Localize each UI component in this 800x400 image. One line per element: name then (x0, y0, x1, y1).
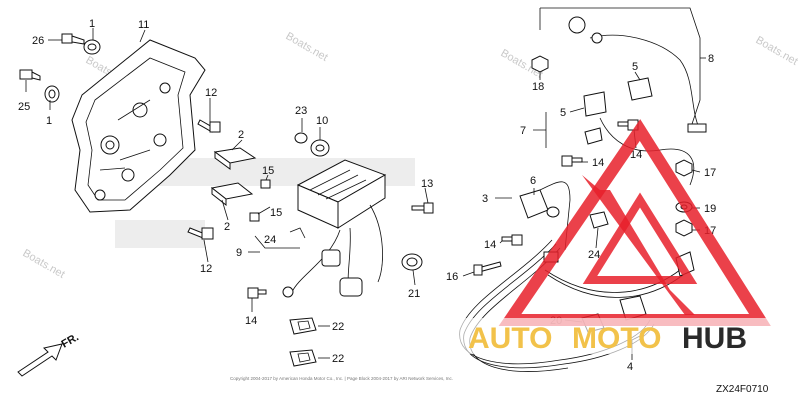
bolt-part-14d (501, 234, 523, 246)
callout-label: 18 (532, 81, 544, 93)
callout-label: 15 (262, 165, 274, 177)
cap-part-5b (583, 91, 607, 117)
callout-label: 11 (138, 19, 149, 31)
callout-label: 13 (421, 178, 433, 190)
diagram-code: ZX24F0710 (716, 384, 769, 395)
cable-part-8 (568, 16, 707, 133)
bolt-part-16 (473, 261, 502, 276)
grommet-part-1 (83, 39, 101, 55)
bolt-part-26 (61, 33, 85, 45)
callout-label: 6 (530, 175, 536, 187)
logo-band (440, 318, 790, 354)
callout-label: 19 (704, 203, 716, 215)
callout-label: 22 (332, 321, 344, 333)
frame-lines (539, 7, 701, 131)
grommet-part-10 (310, 139, 330, 157)
arrow-icon (17, 343, 63, 377)
callout-label: 1 (46, 115, 52, 127)
nut-part-17a (675, 159, 693, 177)
callout-label: 14 (630, 149, 642, 161)
logo-text-hub: HUB (682, 322, 747, 355)
logo-text-moto: MOTO (572, 322, 661, 355)
callout-label: 8 (708, 53, 714, 65)
nut-part-17b (675, 219, 693, 237)
bolt-part-13 (411, 202, 434, 214)
bolt-part-14c (561, 155, 583, 167)
callout-label: 12 (205, 87, 217, 99)
clip-part-22b (289, 349, 317, 367)
bolt-part-12a (197, 119, 221, 133)
callout-label: 25 (18, 101, 30, 113)
logo-text-auto: AUTO (468, 322, 552, 355)
callout-label: 14 (592, 157, 604, 169)
callout-labels: 1 26 11 25 1 12 2 23 10 15 2 15 24 9 13 … (18, 18, 716, 373)
collar-part-23 (294, 132, 308, 144)
nut-part-18 (531, 55, 549, 73)
callout-label: 24 (264, 234, 276, 246)
callout-label: 16 (446, 271, 458, 283)
callout-label: 7 (520, 125, 526, 137)
callout-label: 4 (627, 361, 633, 373)
callout-label: 15 (270, 207, 282, 219)
callout-label: 12 (200, 263, 212, 275)
direction-label: FR. (60, 331, 81, 350)
bolt-part-12b (187, 227, 214, 240)
watermark: Boats.net (284, 30, 330, 64)
bolt-part-15a (260, 179, 271, 189)
callout-label: 26 (32, 35, 44, 47)
watermark: Boats.net (754, 34, 800, 68)
relay-part-6 (519, 181, 571, 251)
clip-part-22a (289, 317, 317, 335)
callout-label: 10 (316, 115, 328, 127)
bolt-part-15b (249, 212, 260, 222)
callout-label: 9 (236, 247, 242, 259)
callout-label: 2 (238, 129, 244, 141)
cap-part-5a (627, 77, 653, 101)
bolt-part-25 (19, 69, 41, 81)
bracket-part-2a (213, 147, 257, 170)
clip-part-24b (589, 211, 609, 229)
callout-label: 5 (560, 107, 566, 119)
callout-label: 23 (295, 105, 307, 117)
clamp-part-21 (401, 253, 423, 271)
callout-label: 17 (704, 167, 716, 179)
callout-label: 14 (484, 239, 496, 251)
watermark: Boats.net (21, 247, 67, 281)
copyright-text: Copyright 2004-2017 by American Honda Mo… (230, 376, 453, 381)
callout-label: 1 (89, 18, 95, 30)
callout-label: 22 (332, 353, 344, 365)
callout-label: 21 (408, 288, 420, 300)
callout-label: 3 (482, 193, 488, 205)
callout-label: 14 (245, 315, 257, 327)
bolt-part-14a (247, 287, 267, 299)
logo-triangle-icon (582, 175, 695, 315)
callout-label: 2 (224, 221, 230, 233)
front-direction-arrow: FR. (17, 331, 81, 377)
cable-part-7 (584, 117, 695, 186)
grommet-part-1b (44, 85, 60, 103)
bracket-part-2b (210, 182, 254, 207)
callout-label: 5 (632, 61, 638, 73)
regulator-assembly-part-9 (282, 159, 387, 298)
callout-label: 24 (588, 249, 600, 261)
automotohub-logo: AUTO MOTO HUB (440, 119, 790, 355)
cover-plate-part-11 (71, 39, 206, 213)
